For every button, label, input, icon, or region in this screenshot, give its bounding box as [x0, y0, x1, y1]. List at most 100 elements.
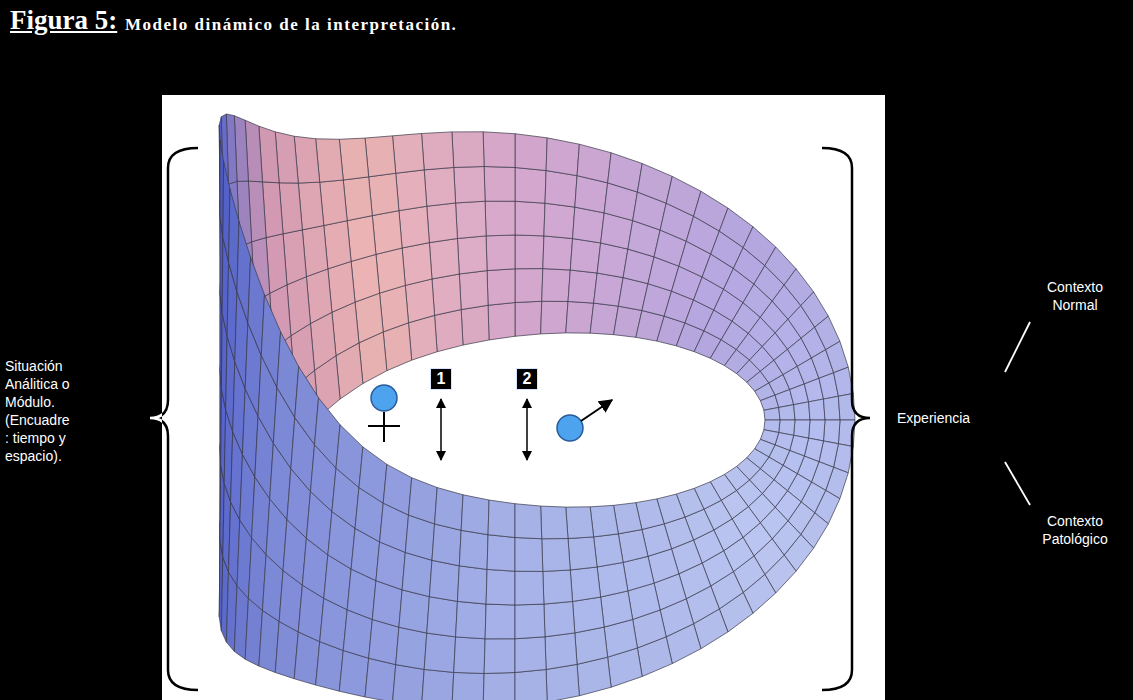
mesh-cell [369, 173, 399, 215]
mesh-cell [339, 138, 368, 180]
mesh-cell [618, 530, 648, 563]
experience-label-box: Experiencia [897, 409, 970, 427]
mesh-cell [544, 601, 575, 636]
double-arrow [526, 399, 528, 460]
mesh-cell [515, 504, 542, 539]
mesh-cell [594, 534, 623, 567]
mesh-cell [422, 132, 454, 170]
mesh-cell [336, 425, 363, 488]
mesh-cell [487, 269, 515, 306]
mesh-cell [452, 672, 484, 700]
figure-title-box: Modelo dinámico de la interpretación. [125, 14, 457, 36]
context-label-box: Contexto Patológico [1030, 512, 1120, 548]
mesh-cell [365, 658, 396, 700]
mesh-cell [601, 591, 633, 627]
mesh-cell [454, 637, 485, 674]
context-label: Contexto Patológico [1030, 512, 1120, 548]
mesh-cell [826, 341, 849, 372]
mesh-cell [316, 139, 344, 182]
callout-box: 1 [430, 368, 452, 390]
mesh-cell [590, 505, 618, 537]
mesh-cell [488, 303, 515, 340]
mesh-cell [545, 633, 577, 670]
mesh-cell [393, 133, 425, 173]
mesh-cell [794, 420, 810, 438]
mesh-cell [405, 279, 434, 323]
mesh-cell [515, 537, 543, 571]
mesh-cell [372, 211, 402, 255]
mesh-cell [515, 134, 547, 171]
male-symbol [557, 400, 612, 441]
mesh-cell [456, 201, 486, 238]
mesh-cell [566, 507, 594, 539]
mesh-cell [402, 243, 432, 286]
mesh-cell [608, 153, 643, 192]
mesh-cell [515, 301, 542, 336]
mesh-cell [422, 669, 454, 700]
mesh-cell [543, 570, 573, 604]
mesh-cell [515, 201, 545, 236]
mesh-cell [809, 420, 825, 441]
mesh-cell [393, 665, 425, 700]
mesh-cell [488, 500, 515, 537]
mesh-cell [399, 590, 429, 633]
figure-number: Figura 5: [10, 4, 117, 36]
mesh-cell [543, 236, 573, 270]
mesh-cell [429, 238, 459, 279]
mesh-cell [485, 201, 515, 236]
mesh-cell [484, 639, 515, 674]
mesh-cell [542, 269, 571, 302]
callout-number: 2 [523, 370, 532, 388]
mesh-cell [484, 167, 515, 202]
mesh-cell [427, 597, 458, 637]
mesh-cell [573, 597, 605, 633]
mesh-cell [396, 627, 427, 669]
mesh-cell [515, 669, 547, 700]
figure-number-box: Figura 5: [10, 4, 117, 36]
mesh-cell [343, 177, 372, 221]
mesh-cell [457, 566, 487, 604]
white-panel [162, 95, 885, 700]
mesh-cell [454, 167, 485, 203]
mesh-cell [541, 301, 568, 334]
mesh-cell [486, 235, 515, 271]
mesh-cell [320, 180, 347, 226]
mesh-cell [459, 271, 488, 310]
mesh-cell [298, 182, 323, 230]
mesh-cell [541, 506, 568, 539]
mesh-cell [834, 367, 854, 396]
mesh-cell [294, 136, 319, 183]
callout-box: 2 [516, 368, 538, 390]
mesh-cell [408, 478, 437, 524]
mesh-cell [339, 650, 368, 697]
mesh-cell [351, 254, 379, 302]
mesh-cell [594, 273, 623, 306]
branch-line [1005, 462, 1030, 505]
mesh-cell [306, 269, 332, 324]
mesh-cell [424, 167, 455, 206]
mesh-cell [328, 261, 355, 312]
mesh-cell [429, 560, 459, 601]
mesh-cell [597, 562, 628, 597]
mesh-cell [515, 571, 544, 605]
mesh-cell [515, 637, 546, 673]
mesh-cell [459, 530, 488, 569]
mesh-cell [399, 206, 429, 248]
mesh-cell [302, 226, 328, 277]
mesh-cell [546, 138, 579, 176]
mesh-cell [566, 301, 594, 333]
mesh-cell [383, 464, 411, 515]
setting-label-box: Situación Análitica o Módulo. (Encuadre … [5, 357, 77, 465]
mesh-cell [515, 235, 544, 269]
mesh-cell [315, 398, 341, 468]
figure-title: Modelo dinámico de la interpretación. [125, 14, 457, 36]
mesh-cell [779, 405, 795, 420]
mesh-cell [380, 285, 409, 332]
mesh-cell [570, 567, 600, 601]
mesh-cell [577, 144, 611, 183]
mesh-cell [435, 310, 463, 352]
mesh-cell [365, 136, 396, 177]
mesh-cell [483, 673, 515, 700]
mesh-cell [544, 203, 575, 238]
